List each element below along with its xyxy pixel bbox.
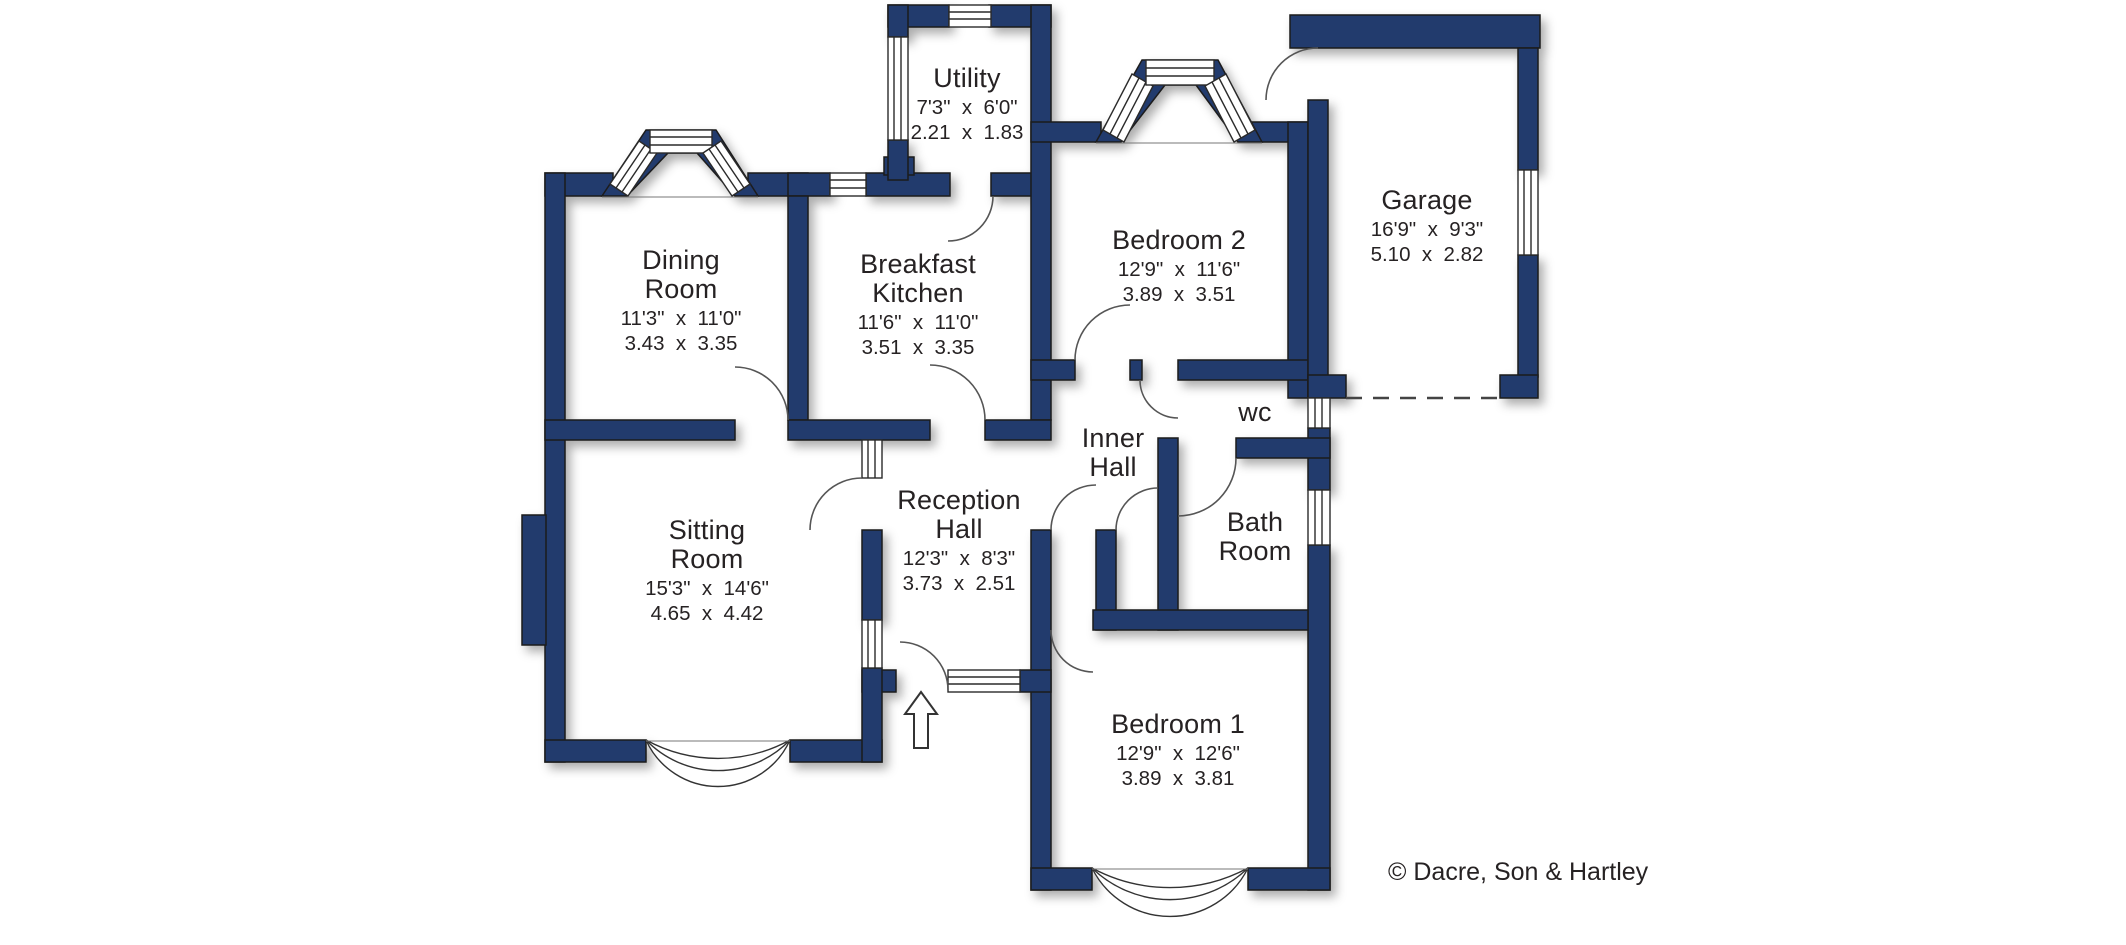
window-divider-lower: [861, 619, 883, 669]
entrance-arrow-icon: [903, 690, 939, 749]
door-bedroom2: [1074, 304, 1131, 361]
door-dining: [734, 366, 789, 421]
door-garage: [1265, 47, 1319, 101]
window-utility-left: [887, 36, 909, 141]
bow-window-bedroom1: [1091, 867, 1249, 918]
bay-base-lines: [602, 142, 1262, 198]
door-wc: [1139, 379, 1179, 419]
window-reception-bottom: [947, 669, 1021, 693]
door-innerhall-1: [1050, 484, 1097, 531]
window-wc-right: [1307, 397, 1331, 429]
window-bedroom2-bay-top: [1145, 59, 1215, 86]
window-dining-bay-right: [702, 140, 751, 197]
window-kitchen-top: [829, 172, 867, 197]
window-utility-top: [948, 4, 992, 28]
door-bath: [1177, 457, 1237, 517]
window-divider-upper: [861, 439, 883, 479]
chimney-breast: [521, 514, 547, 646]
door-arc-layer: [734, 47, 1319, 691]
window-dining-bay-top: [649, 129, 713, 154]
bow-window-sitting: [645, 739, 791, 788]
copyright-text: © Dacre, Son & Hartley: [1388, 858, 1649, 886]
door-bedroom1: [1050, 629, 1094, 673]
door-innerhall-2: [1115, 487, 1159, 531]
window-bedroom2-bay-left: [1102, 73, 1154, 143]
door-sitting: [809, 477, 863, 531]
door-kitchen: [929, 364, 986, 421]
window-bedroom2-bay-right: [1204, 73, 1256, 143]
wall-layer: [521, 4, 1541, 891]
door-front: [899, 641, 949, 691]
window-layer: [609, 4, 1539, 693]
window-bath-right: [1307, 489, 1331, 546]
window-garage-right: [1517, 169, 1539, 256]
door-utility: [947, 195, 994, 242]
